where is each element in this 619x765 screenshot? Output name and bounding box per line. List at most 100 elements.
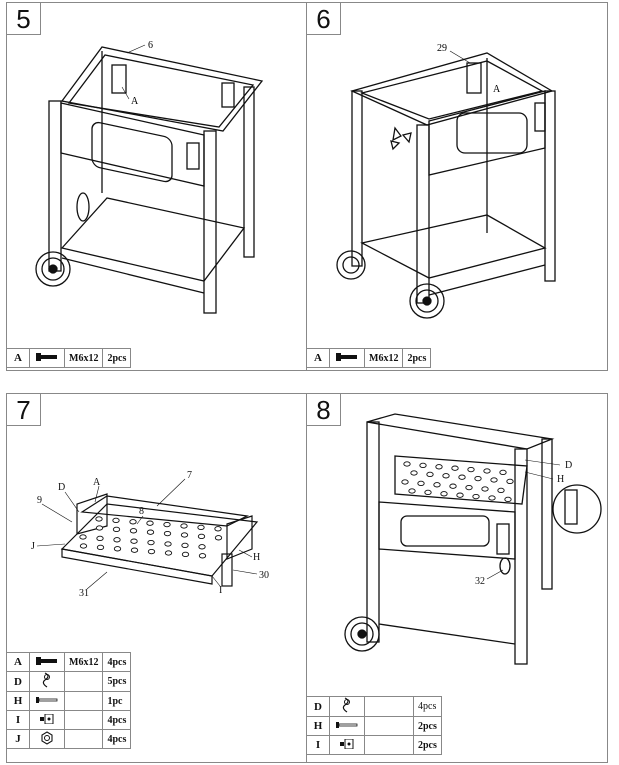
bolt-icon	[29, 652, 65, 672]
step-8-panel: 8 D H 32	[306, 393, 608, 763]
shelf-hole	[481, 486, 489, 492]
step-number: 6	[307, 3, 341, 35]
shelf-hole	[95, 516, 103, 522]
shelf-hole	[181, 551, 190, 558]
shelf-hole	[197, 524, 205, 531]
callout-d: D	[58, 482, 65, 493]
r-pin-icon	[29, 671, 65, 692]
shelf-hole	[96, 535, 104, 542]
shelf-hole	[449, 483, 457, 489]
part-qty: 4pcs	[102, 710, 132, 730]
shelf-hole	[214, 535, 223, 541]
cart-frame-illustration: 6 A	[35, 40, 264, 314]
shelf-hole	[95, 525, 104, 531]
part-spec: M6x12	[63, 348, 104, 368]
shelf-hole	[497, 487, 505, 494]
parts-table-step-5: A M6x12 2pcs	[6, 348, 132, 368]
shelf-assembly-illustration: 9 D A 7 8 J H 30 I 31	[31, 470, 269, 599]
step-7-panel: 7 9 D A 7 8 J	[6, 393, 307, 763]
shelf-hole	[474, 475, 482, 482]
shelf-hole	[197, 533, 206, 540]
shelf-hole	[130, 547, 139, 553]
part-code: H	[6, 691, 30, 711]
part-spec	[63, 671, 104, 692]
bracket-icon	[329, 735, 365, 755]
shelf-hole	[504, 496, 512, 503]
callout-6: 6	[148, 40, 153, 51]
parts-row: A M6x12 4pcs	[6, 652, 132, 672]
parts-row: A M6x12 2pcs	[306, 348, 432, 368]
callout-h: H	[557, 474, 564, 485]
part-qty: 2pcs	[413, 735, 442, 755]
shelf-hole	[410, 470, 418, 476]
part-qty: 4pcs	[102, 729, 132, 749]
parts-row: I 2pcs	[306, 735, 442, 755]
shelf-hole	[79, 534, 87, 540]
shelf-hole	[198, 544, 206, 550]
callout-h: H	[253, 552, 260, 563]
part-qty: 1pc	[102, 691, 132, 711]
shelf-hole	[458, 474, 466, 480]
shelf-hole	[424, 489, 432, 496]
shelf-hole	[198, 553, 207, 559]
part-spec: M6x12	[363, 348, 404, 368]
part-spec	[63, 729, 104, 749]
callout-a: A	[493, 84, 501, 95]
shelf-hole	[146, 520, 154, 526]
parts-row: D 4pcs	[306, 696, 442, 717]
nut-icon	[29, 729, 65, 749]
shelf-hole	[112, 517, 120, 524]
part-code: A	[6, 652, 30, 672]
parts-row: H 1pc	[6, 691, 132, 711]
parts-row: J 4pcs	[6, 729, 132, 749]
cart-frame-illustration: 29 A	[336, 43, 556, 319]
part-spec: M6x12	[63, 652, 104, 672]
shelf-hole	[113, 546, 122, 552]
shelf-hole	[129, 528, 138, 534]
step-number: 8	[307, 394, 341, 426]
parts-table-step-7: A M6x12 4pcs D 5pcs H 1pc I 4pcs J 4p	[6, 652, 132, 749]
part-code: A	[306, 348, 330, 368]
part-code: A	[6, 348, 30, 368]
part-qty: 4pcs	[413, 696, 442, 717]
callout-d: D	[565, 460, 572, 471]
shelf-hole	[465, 484, 473, 491]
shelf-hole	[96, 544, 105, 551]
parts-row: D 5pcs	[6, 671, 132, 692]
shelf-hole	[163, 530, 172, 537]
shelf-hole	[408, 488, 416, 494]
shelf-installed-illustration: D H 32	[344, 413, 602, 665]
step-number: 7	[7, 394, 41, 426]
callout-7: 7	[187, 470, 192, 481]
part-qty: 5pcs	[102, 671, 132, 692]
step-6-panel: 6 29 A A M6	[306, 2, 608, 371]
pin-icon	[29, 691, 65, 711]
callout-8: 8	[139, 506, 144, 517]
part-code: D	[306, 696, 330, 717]
bolt-icon	[29, 348, 65, 368]
shelf-hole	[113, 537, 121, 543]
parts-row: A M6x12 2pcs	[6, 348, 132, 368]
callout-a: A	[131, 96, 139, 107]
part-code: I	[306, 735, 330, 755]
shelf-hole	[180, 523, 188, 529]
shelf-hole	[472, 493, 480, 500]
shelf-hole	[181, 542, 189, 549]
shelf-hole	[164, 550, 173, 556]
part-qty: 2pcs	[102, 348, 132, 368]
shelf-hole	[488, 495, 496, 501]
pin-icon	[329, 716, 365, 736]
part-code: J	[6, 729, 30, 749]
callout-j: J	[31, 541, 35, 552]
part-spec	[63, 710, 104, 730]
shelf-hole	[435, 464, 443, 470]
parts-table-step-6: A M6x12 2pcs	[306, 348, 432, 368]
part-spec	[364, 716, 414, 736]
part-qty: 4pcs	[102, 652, 132, 672]
shelf-hole	[440, 491, 448, 497]
r-pin-icon	[329, 696, 365, 717]
part-qty: 2pcs	[413, 716, 442, 736]
part-code: D	[6, 671, 30, 692]
parts-row: H 2pcs	[306, 716, 442, 736]
step-number: 5	[7, 3, 41, 35]
